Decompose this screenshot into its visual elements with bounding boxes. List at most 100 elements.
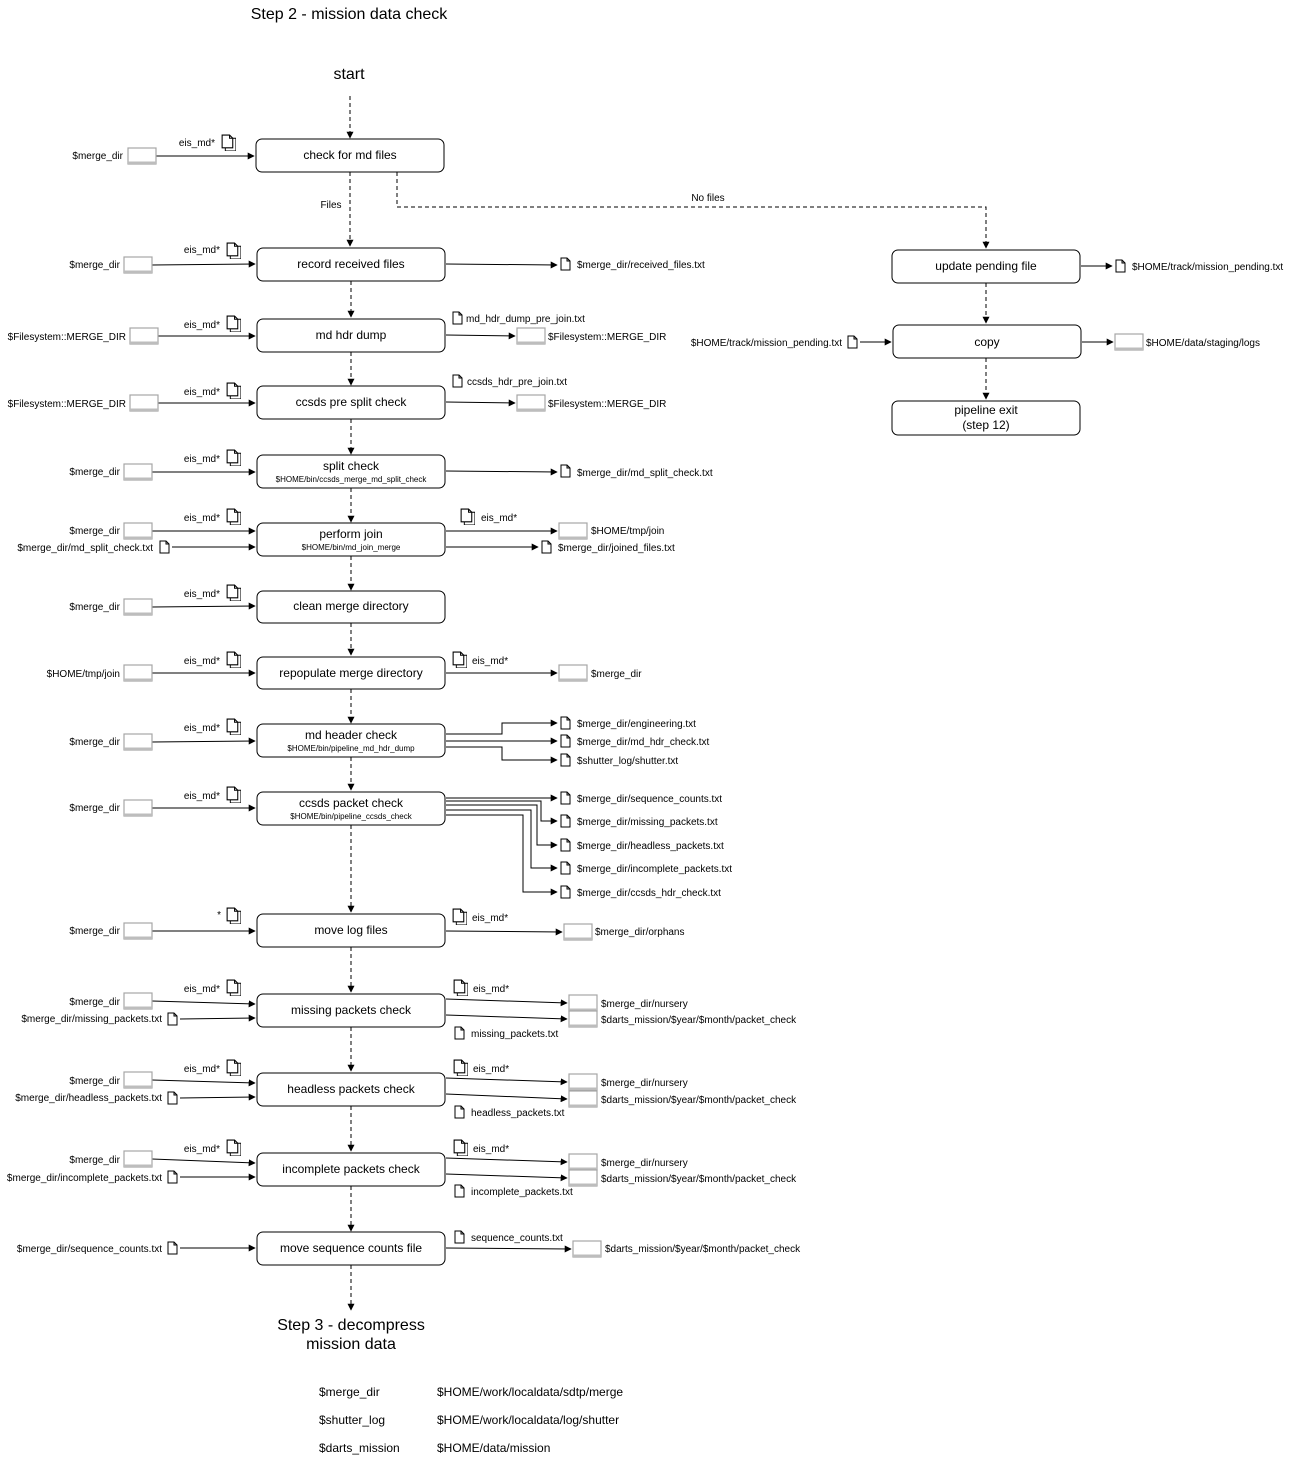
node-copy xyxy=(892,324,1082,359)
output-label: $HOME/track/mission_pending.txt xyxy=(1132,262,1283,273)
node-label: headless packets check xyxy=(287,1082,415,1096)
multi-document-icon xyxy=(453,1139,468,1156)
document-icon xyxy=(1115,259,1126,273)
file-pattern-label: eis_md* xyxy=(179,138,215,149)
document-icon xyxy=(167,1091,178,1105)
folder-icon xyxy=(572,1240,602,1258)
document-icon xyxy=(159,540,170,554)
node-check-md-files xyxy=(255,138,445,173)
folder-icon xyxy=(123,1071,153,1089)
document-icon xyxy=(560,838,571,852)
document-icon xyxy=(452,311,463,325)
branch-no-files-label: No files xyxy=(691,193,724,204)
output-label: $merge_dir/missing_packets.txt xyxy=(577,817,718,828)
document-icon xyxy=(560,464,571,478)
output-labels: $merge_dir/received_files.txt md_hdr_dum… xyxy=(466,260,1283,1255)
input-label: $merge_dir xyxy=(69,926,120,937)
multi-document-icon xyxy=(226,584,241,601)
multi-document-icon xyxy=(226,651,241,668)
node-missing-packets-check xyxy=(256,993,446,1028)
multi-document-icon xyxy=(226,315,241,332)
input-label: $merge_dir xyxy=(69,602,120,613)
output-label: $merge_dir/nursery xyxy=(601,999,688,1010)
node-label: move log files xyxy=(314,923,387,937)
document-icon xyxy=(167,1241,178,1255)
output-label: ccsds_hdr_pre_join.txt xyxy=(467,377,567,388)
document-icon xyxy=(560,734,571,748)
node-label: md header check xyxy=(305,728,398,742)
file-pattern-label: eis_md* xyxy=(184,589,220,600)
node-script-path: $HOME/bin/md_join_merge xyxy=(302,543,401,552)
node-clean-merge-directory xyxy=(256,590,446,624)
output-label: $merge_dir/headless_packets.txt xyxy=(577,841,724,852)
output-label: md_hdr_dump_pre_join.txt xyxy=(466,314,585,325)
folder-icon xyxy=(516,394,546,412)
node-move-log-files xyxy=(256,913,446,948)
output-label: $merge_dir/engineering.txt xyxy=(577,719,696,730)
file-pattern-label: eis_md* xyxy=(184,656,220,667)
node-label: update pending file xyxy=(935,259,1037,273)
document-icon xyxy=(167,1170,178,1184)
node-label: record received files xyxy=(297,257,404,271)
node-label: clean merge directory xyxy=(293,599,408,613)
input-label: $HOME/track/mission_pending.txt xyxy=(691,338,842,349)
output-label: $darts_mission/$year/$month/packet_check xyxy=(601,1015,797,1026)
folder-icon xyxy=(563,923,593,941)
input-label: $merge_dir/missing_packets.txt xyxy=(21,1014,162,1025)
folder-icon xyxy=(123,463,153,481)
file-pattern-label: eis_md* xyxy=(184,320,220,331)
multi-document-icon xyxy=(226,907,241,924)
folder-icon xyxy=(123,664,153,682)
document-icon xyxy=(560,814,571,828)
document-icon xyxy=(454,1230,465,1244)
file-pattern-label: eis_md* xyxy=(184,984,220,995)
start-label: start xyxy=(333,66,365,83)
document-icon xyxy=(454,1026,465,1040)
process-boxes xyxy=(255,138,1082,1266)
file-pattern-label: eis_md* xyxy=(184,1144,220,1155)
node-label: ccsds pre split check xyxy=(296,395,408,409)
output-label: $merge_dir/md_split_check.txt xyxy=(577,468,713,479)
folder-icon xyxy=(568,1010,598,1028)
document-icon xyxy=(560,257,571,271)
file-pattern-label: eis_md* xyxy=(184,245,220,256)
node-label: move sequence counts file xyxy=(280,1241,422,1255)
process-labels: check for md files record received files… xyxy=(276,148,1037,1255)
input-label: $merge_dir xyxy=(69,803,120,814)
folder-icon xyxy=(568,1169,598,1187)
node-script-path: $HOME/bin/pipeline_ccsds_check xyxy=(290,812,412,821)
folder-icon xyxy=(129,327,159,345)
node-label-sub: (step 12) xyxy=(962,418,1009,432)
file-pattern-label: eis_md* xyxy=(473,1144,509,1155)
input-label: $merge_dir xyxy=(69,1076,120,1087)
folder-icon xyxy=(568,1153,598,1171)
multi-document-icon xyxy=(453,979,468,996)
file-pattern-label: eis_md* xyxy=(473,1064,509,1075)
document-icon xyxy=(454,1105,465,1119)
multi-document-icon xyxy=(221,134,236,151)
node-ccsds-pre-split-check xyxy=(256,385,446,420)
output-label: $darts_mission/$year/$month/packet_check xyxy=(601,1095,797,1106)
node-record-received-files xyxy=(256,247,446,282)
folder-icon xyxy=(123,1150,153,1168)
output-label: $HOME/tmp/join xyxy=(591,526,664,537)
folder-icon xyxy=(123,522,153,540)
output-label: $merge_dir/ccsds_hdr_check.txt xyxy=(577,888,721,899)
multi-document-icon xyxy=(452,908,467,925)
input-label: $HOME/tmp/join xyxy=(47,669,120,680)
input-label: $merge_dir xyxy=(69,526,120,537)
branch-files-label: Files xyxy=(320,200,341,211)
multi-document-icon xyxy=(226,382,241,399)
multi-document-icon xyxy=(460,508,475,525)
input-label: $merge_dir xyxy=(69,260,120,271)
folder-icon xyxy=(568,1090,598,1108)
document-icon xyxy=(560,885,571,899)
input-label: $merge_dir xyxy=(69,1155,120,1166)
node-label: ccsds packet check xyxy=(299,796,404,810)
input-label: $merge_dir/sequence_counts.txt xyxy=(17,1244,162,1255)
node-label: perform join xyxy=(319,527,382,541)
node-label: incomplete packets check xyxy=(282,1162,420,1176)
node-label: copy xyxy=(974,335,999,349)
